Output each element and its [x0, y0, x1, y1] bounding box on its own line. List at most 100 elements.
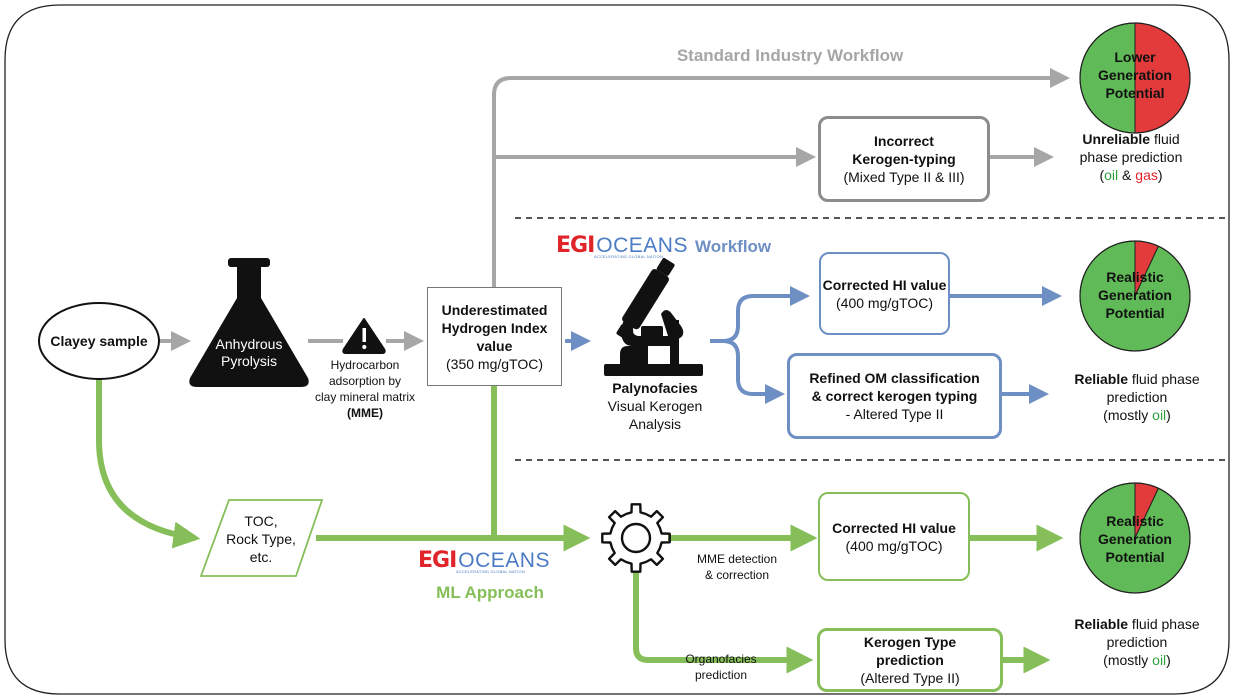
kerogen-pred-2: prediction: [876, 652, 944, 668]
incorrect-sub: (Mixed Type II & III): [843, 169, 965, 185]
amp: &: [1118, 167, 1136, 183]
reliable-rest: fluid phase: [1128, 371, 1200, 387]
toc-line-2: Rock Type,: [226, 531, 296, 547]
lower-line-2: Generation: [1098, 67, 1172, 83]
underestimated-line-1: Underestimated: [441, 301, 548, 318]
ml-approach-title: ML Approach: [436, 583, 544, 602]
realistic-line-1: Realistic: [1106, 269, 1164, 285]
egi-logo: EGI: [556, 233, 595, 258]
palynofacies-label: Palynofacies Visual Kerogen Analysis: [585, 379, 725, 433]
brand-tagline-ml: ACCELERATING GLOBAL NATION: [456, 569, 525, 574]
egi-workflow-title: EGI OCEANS ACCELERATING GLOBAL NATION Wo…: [556, 233, 772, 259]
underestimated-hi-box: Underestimated Hydrogen Index value (350…: [427, 287, 562, 386]
pie-outline: [1079, 240, 1191, 352]
realistic-ml-line-2: Generation: [1098, 531, 1172, 547]
pyrolysis-line-2: Pyrolysis: [220, 353, 277, 369]
lower-line-1: Lower: [1114, 49, 1156, 65]
oceans-logo-ml: OCEANS: [458, 549, 550, 572]
paren-close: ): [1157, 167, 1163, 183]
toc-line-3: etc.: [249, 549, 273, 565]
adsorption-line-1: Hydrocarbon: [330, 358, 400, 372]
unreliable-prediction: Unreliable fluid phase prediction (oil &…: [1056, 130, 1206, 184]
organofacies-2: prediction: [694, 668, 748, 682]
reliable-prediction-ml: Reliable fluid phase prediction (mostly …: [1052, 615, 1222, 669]
oceans-logo: OCEANS: [596, 234, 688, 257]
mostly-label-ml: (mostly: [1103, 652, 1153, 668]
paren-close-2: ): [1166, 407, 1171, 423]
refined-om-box: Refined OM classification & correct kero…: [787, 353, 1002, 439]
mme-detect-2: & correction: [704, 568, 770, 582]
organofacies-1: Organofacies: [685, 652, 757, 666]
pie-outline: [1079, 482, 1191, 594]
refined-title-2: & correct kerogen typing: [811, 388, 978, 404]
toc-line-1: TOC,: [244, 513, 278, 529]
outer-frame: [4, 4, 1230, 695]
green-arrows: [96, 379, 1064, 674]
kerogen-pred-1: Kerogen Type: [863, 634, 957, 650]
warning-icon: [342, 318, 386, 354]
mme-detection-label: MME detection & correction: [682, 551, 792, 583]
paren-close-3: ): [1166, 652, 1171, 668]
lower-line-3: Potential: [1105, 85, 1165, 101]
clayey-sample-node: [38, 302, 160, 380]
corrected-hi-box-egi: Corrected HI value (400 mg/gTOC): [819, 252, 950, 335]
reliable-line-2-ml: prediction: [1106, 634, 1168, 650]
mme-detect-1: MME detection: [696, 552, 778, 566]
oil-label: oil: [1104, 167, 1119, 183]
gas-label: gas: [1135, 167, 1158, 183]
unreliable-line-2: phase prediction: [1079, 149, 1183, 165]
corrected-hi-val: (400 mg/gTOC): [836, 294, 933, 311]
organofacies-label: Organofacies prediction: [666, 651, 776, 683]
ml-brand: EGI OCEANS ACCELERATING GLOBAL NATION: [418, 548, 550, 574]
paren-open: (: [1099, 167, 1105, 183]
microscope-icon: [604, 258, 703, 376]
clayey-sample-label: Clayey sample: [50, 333, 148, 349]
egi-workflow-label: Workflow: [694, 237, 772, 256]
unreliable-rest: fluid: [1150, 131, 1180, 147]
gear-icon: [601, 503, 671, 573]
adsorption-line-2: adsorption by: [328, 374, 402, 388]
corrected-hi-box-ml: Corrected HI value (400 mg/gTOC): [818, 492, 970, 581]
incorrect-title-2: Kerogen-typing: [852, 151, 956, 167]
refined-sub: - Altered Type II: [845, 406, 944, 422]
palyno-title: Palynofacies: [612, 380, 698, 396]
lower-potential-pie: [1079, 22, 1191, 134]
pyrolysis-line-1: Anhydrous: [215, 336, 283, 352]
blue-arrows: [565, 286, 1062, 404]
underestimated-value: (350 mg/gTOC): [446, 355, 543, 372]
kerogen-pred-sub: (Altered Type II): [860, 670, 960, 686]
mostly-label: (mostly: [1103, 407, 1153, 423]
oil-label-3: oil: [1152, 652, 1167, 668]
oil-label-2: oil: [1152, 407, 1167, 423]
reliable-bold-ml: Reliable: [1074, 616, 1129, 632]
reliable-bold: Reliable: [1074, 371, 1129, 387]
corrected-hi-val-ml: (400 mg/gTOC): [845, 537, 943, 554]
reliable-line-2: prediction: [1106, 389, 1168, 405]
realistic-potential-label-ml: Realistic Generation Potential: [1080, 512, 1190, 566]
toc-input-label: TOC, Rock Type, etc.: [216, 512, 306, 566]
standard-workflow-title: Standard Industry Workflow: [676, 46, 904, 65]
incorrect-title-1: Incorrect: [874, 133, 934, 149]
corrected-hi-title: Corrected HI value: [822, 276, 947, 293]
underestimated-line-2: Hydrogen Index: [441, 319, 548, 336]
realistic-ml-line-3: Potential: [1105, 549, 1165, 565]
corrected-hi-title-ml: Corrected HI value: [832, 519, 956, 536]
pie-outline: [1079, 22, 1191, 134]
toc-input-node: [199, 499, 324, 577]
brand-tagline: ACCELERATING GLOBAL NATION: [594, 254, 663, 259]
realistic-potential-pie-ml: [1079, 482, 1191, 594]
mme-label: (MME): [347, 406, 383, 420]
kerogen-prediction-box: Kerogen Type prediction (Altered Type II…: [817, 628, 1003, 692]
adsorption-line-3: clay mineral matrix: [314, 390, 416, 404]
lower-potential-label: Lower Generation Potential: [1080, 48, 1190, 102]
underestimated-line-3: value: [476, 337, 513, 354]
reliable-prediction-egi: Reliable fluid phase prediction (mostly …: [1052, 370, 1222, 424]
palyno-sub-2: Analysis: [628, 416, 682, 432]
incorrect-kerogen-box: Incorrect Kerogen-typing (Mixed Type II …: [818, 116, 990, 202]
refined-title-1: Refined OM classification: [809, 370, 980, 386]
realistic-potential-pie-egi: [1079, 240, 1191, 352]
reliable-rest-ml: fluid phase: [1128, 616, 1200, 632]
realistic-line-3: Potential: [1105, 305, 1165, 321]
